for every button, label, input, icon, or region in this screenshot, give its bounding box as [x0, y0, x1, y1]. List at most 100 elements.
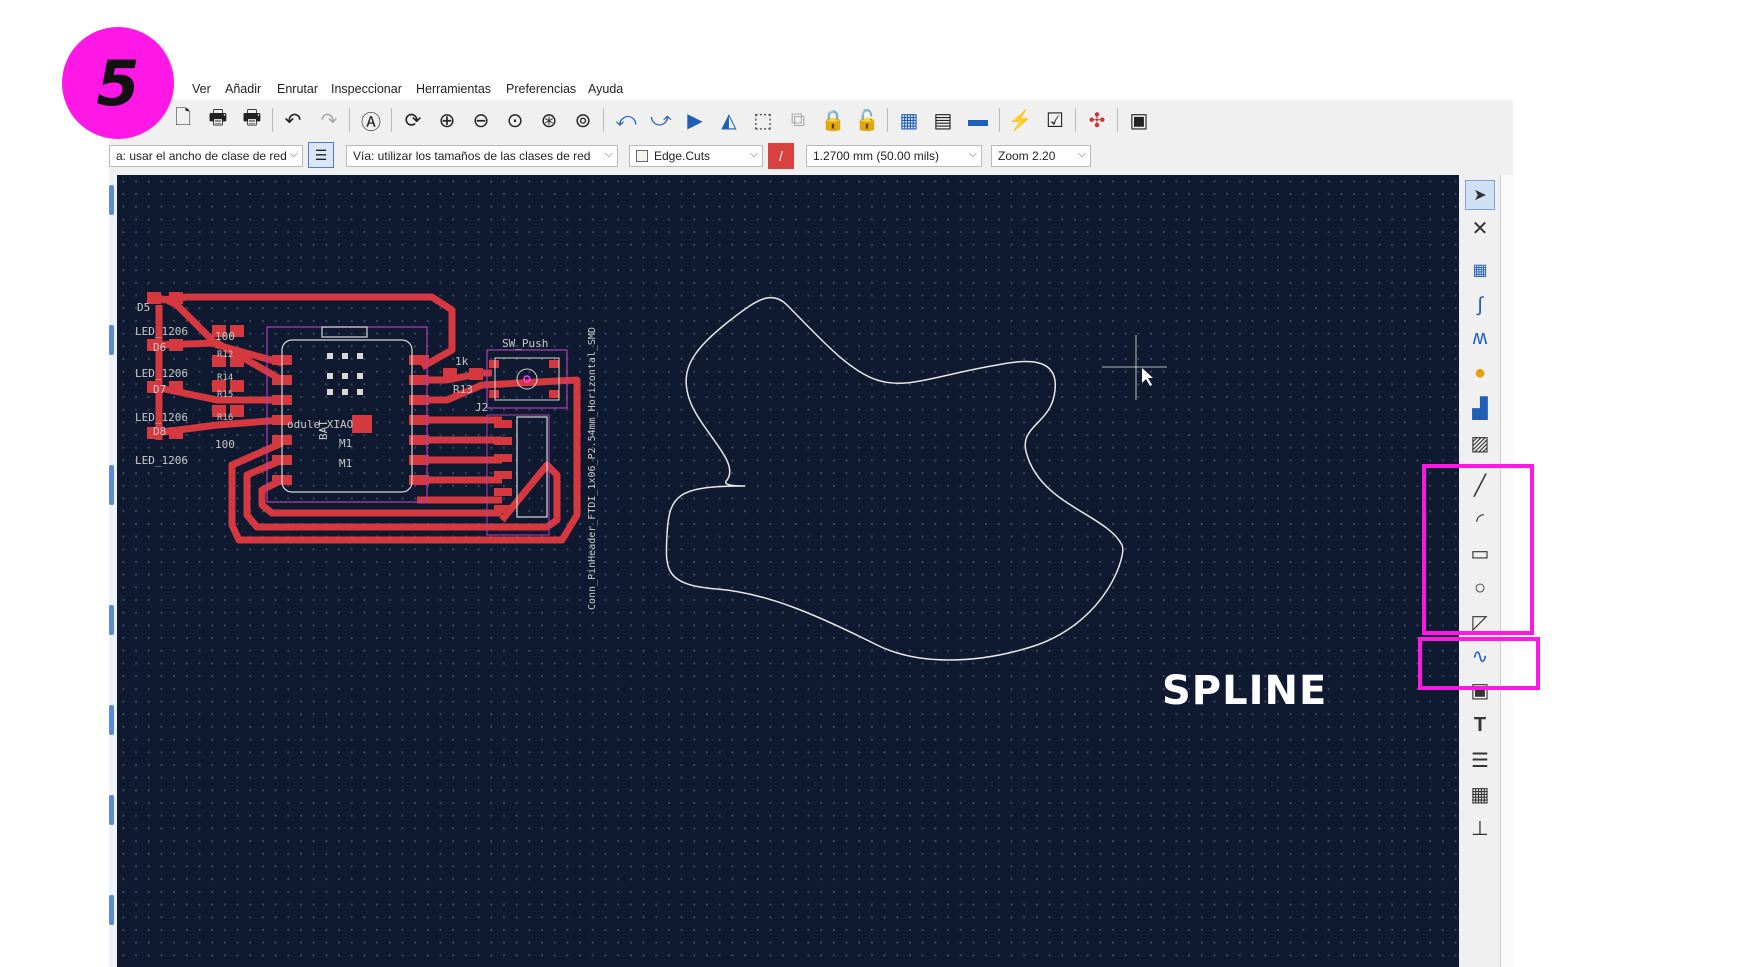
crosshair-cursor: [1102, 335, 1167, 400]
kicad-pcb-editor-window: r Ver Añadir Enrutar Inspeccionar Herram…: [109, 78, 1514, 967]
pcb-label-d7: D7: [153, 383, 166, 396]
pcb-label-1k: 1k: [455, 355, 469, 368]
draw-polygon-icon[interactable]: ◸: [1472, 611, 1488, 634]
chevron-down-icon: ⌵: [1077, 148, 1086, 160]
step-badge: 5: [62, 27, 174, 139]
draw-rectangle-icon[interactable]: ▭: [1470, 542, 1490, 565]
new-board-icon[interactable]: 🗋: [174, 107, 192, 129]
left-toolbar-strip: [109, 175, 117, 967]
auto-track-width-icon[interactable]: ☰: [308, 142, 334, 168]
lock-icon[interactable]: 🔒: [820, 109, 846, 132]
menu-item-view[interactable]: Ver: [192, 82, 211, 96]
draw-arc-icon[interactable]: ◜: [1476, 509, 1484, 532]
menu-item-preferences[interactable]: Preferencias: [506, 82, 577, 96]
mirror-icon[interactable]: ◭: [721, 109, 737, 132]
pcb-drawing: D5 LED_1206 D6 LED_1206 D7 LED_1206 D8 L…: [135, 292, 1167, 661]
pcb-label-d5: D5: [137, 301, 150, 314]
unlock-icon[interactable]: 🔓: [854, 109, 880, 132]
drc-icon[interactable]: ☑: [1046, 109, 1064, 132]
options-toolbar: a: usar el ancho de clase de red⌵ ☰ Vía:…: [109, 140, 1513, 172]
plot-icon[interactable]: 🖶: [242, 107, 262, 129]
draw-circle-icon[interactable]: ○: [1473, 576, 1487, 599]
menu-item-help[interactable]: Ayuda: [588, 82, 624, 96]
add-textbox-icon[interactable]: ☰: [1471, 749, 1489, 772]
zoom-in-icon[interactable]: ⊕: [438, 109, 456, 132]
pcb-label-r12: R12: [217, 350, 233, 360]
menu-item-inspect[interactable]: Inspeccionar: [331, 82, 402, 96]
board-setup-icon[interactable]: ▬: [968, 108, 988, 131]
add-zone-icon[interactable]: ▟: [1472, 397, 1488, 420]
console-icon[interactable]: ▣: [1129, 109, 1149, 132]
zoom-fit-icon[interactable]: ⊙: [506, 109, 524, 132]
draw-line-icon[interactable]: ╱: [1473, 474, 1487, 497]
menu-item-tools[interactable]: Herramientas: [416, 82, 492, 96]
group-icon[interactable]: ⬚: [753, 109, 773, 132]
footprint-browser-icon[interactable]: ▤: [933, 109, 953, 132]
route-track-icon[interactable]: ∫: [1477, 293, 1483, 316]
pcb-label-d8: D8: [153, 425, 166, 438]
pcb-label-d6: D6: [153, 341, 166, 354]
pcb-label-m1: M1: [339, 437, 352, 450]
print-icon[interactable]: 🖶: [208, 107, 228, 129]
mouse-pointer-icon: [1142, 368, 1153, 386]
ungroup-icon[interactable]: ⧉: [790, 108, 806, 131]
zoom-out-icon[interactable]: ⊖: [472, 109, 490, 132]
rule-area-icon[interactable]: ▨: [1470, 432, 1490, 455]
pcb-label-j2: J2: [475, 401, 488, 414]
redo-icon[interactable]: ↷: [320, 109, 338, 132]
via-size-select[interactable]: Vía: utilizar los tamaños de las clases …: [346, 145, 618, 167]
rotate-ccw-icon[interactable]: ⤺: [615, 108, 637, 131]
tune-length-icon[interactable]: ʍ: [1472, 326, 1488, 349]
grid-select[interactable]: 1.2700 mm (50.00 mils)⌵: [806, 145, 982, 167]
add-footprint-icon[interactable]: ▦: [1472, 262, 1488, 279]
pcb-label-r13: R13: [453, 383, 473, 396]
pcb-label-connector: Conn_PinHeader_FTDI_1x06_P2.54mm_Horizon…: [587, 327, 598, 610]
edge-cuts-spline[interactable]: [665, 296, 1124, 661]
add-table-icon[interactable]: ▦: [1470, 783, 1490, 806]
refresh-icon[interactable]: ⟳: [404, 109, 422, 132]
layer-color-swatch: [636, 150, 648, 162]
add-dimension-icon[interactable]: ⊥: [1471, 817, 1489, 840]
silkscreen: [266, 326, 568, 536]
pcb-label-led: LED_1206: [135, 454, 188, 467]
chevron-down-icon: ⌵: [749, 148, 758, 160]
pcb-label-r14: R14: [217, 373, 233, 383]
add-text-icon[interactable]: T: [1473, 713, 1487, 736]
properties-panel-edge: [1500, 175, 1514, 967]
menu-item-add[interactable]: Añadir: [225, 82, 262, 96]
main-toolbar: 🗋 🖶 🖶 ↶ ↷ Ⓐ ⟳ ⊕ ⊖ ⊙ ⊛ ⊚ ⤺ ⤻ ▶ ◭ ⬚ ⧉ 🔒 🔓 …: [109, 100, 1513, 140]
router-icon[interactable]: ✣: [1088, 109, 1106, 132]
rotate-cw-icon[interactable]: ⤻: [650, 108, 672, 131]
pcb-label-bat: BAT: [317, 420, 330, 440]
pcb-label-100: 100: [215, 438, 235, 451]
add-via-icon[interactable]: ●: [1473, 361, 1487, 384]
chip-dots: [327, 353, 363, 395]
layer-pair-icon[interactable]: /: [768, 143, 794, 169]
netlist-icon[interactable]: ▦: [899, 109, 919, 132]
layer-select[interactable]: Edge.Cuts⌵: [629, 145, 763, 167]
pcb-label-m1: M1: [339, 457, 352, 470]
flip-icon[interactable]: ▶: [687, 109, 703, 132]
menu-item-route[interactable]: Enrutar: [277, 82, 318, 96]
pcb-label-module: odule_XIAO: [287, 418, 353, 431]
pcb-label-r16: R16: [217, 413, 233, 423]
undo-icon[interactable]: ↶: [284, 109, 302, 132]
find-icon[interactable]: Ⓐ: [361, 111, 381, 134]
pcb-label-led: LED_1206: [135, 411, 188, 424]
track-width-select[interactable]: a: usar el ancho de clase de red⌵: [109, 145, 303, 167]
add-image-icon[interactable]: ▣: [1470, 679, 1490, 702]
select-tool-icon[interactable]: ➤: [1465, 180, 1495, 210]
pcb-canvas[interactable]: D5 LED_1206 D6 LED_1206 D7 LED_1206 D8 L…: [117, 175, 1459, 967]
zoom-objects-icon[interactable]: ⊛: [540, 109, 558, 132]
step-number: 5: [96, 46, 140, 120]
right-drawing-toolbar: ➤ ✕ ▦ ∫ ʍ ● ▟ ▨ ╱ ◜ ▭ ○ ◸ ∿ ▣ T ☰ ▦ ⊥: [1460, 175, 1500, 967]
zoom-selection-icon[interactable]: ⊚: [574, 109, 592, 132]
local-ratsnest-icon[interactable]: ✕: [1471, 217, 1489, 240]
background-right: [1513, 78, 1741, 967]
menu-bar: r Ver Añadir Enrutar Inspeccionar Herram…: [109, 78, 1513, 100]
background-top: [0, 0, 1741, 78]
draw-bezier-icon[interactable]: ∿: [1471, 645, 1489, 668]
zoom-select[interactable]: Zoom 2.20⌵: [991, 145, 1091, 167]
pcb-label-led: LED_1206: [135, 325, 188, 338]
scripting-icon[interactable]: ⚡: [1007, 109, 1033, 132]
